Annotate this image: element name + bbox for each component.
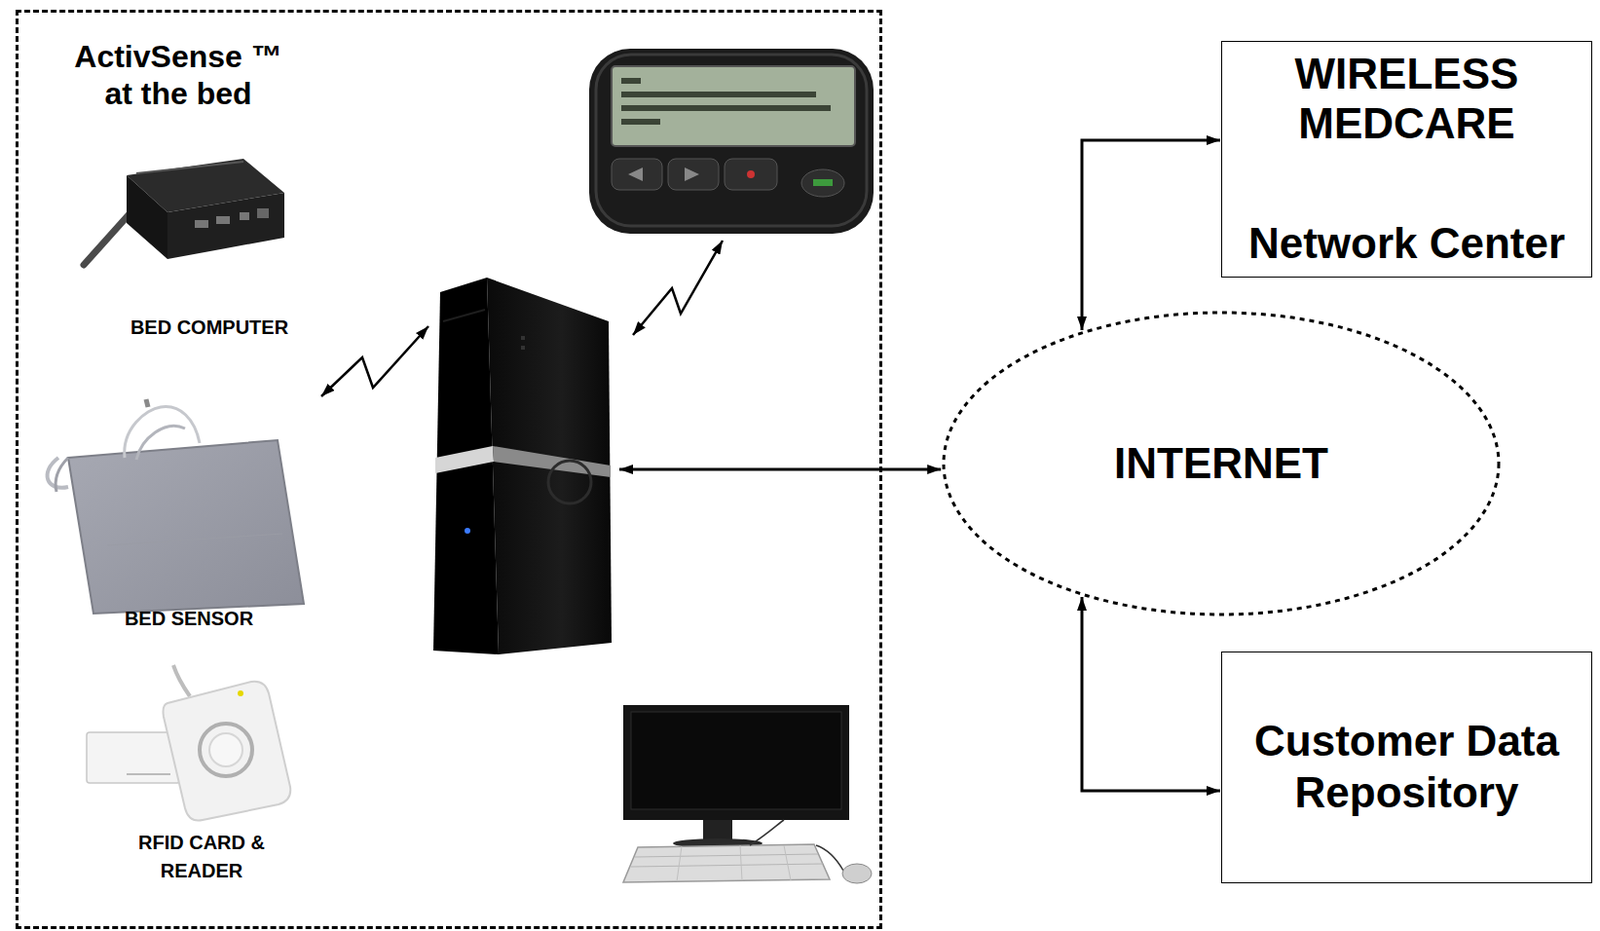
bed-sensor-picture-part xyxy=(146,399,149,408)
desktop-tower-picture-part xyxy=(443,309,485,322)
bed-computer-picture-part xyxy=(257,208,269,219)
box-heading: WIRELESS MEDCARE xyxy=(1231,49,1582,149)
bed-sensor-picture-part xyxy=(136,425,186,460)
device-caption: BED COMPUTER xyxy=(97,313,322,342)
workstation-picture-part xyxy=(676,846,682,882)
workstation-picture-part xyxy=(783,845,791,881)
pager-picture-part xyxy=(611,158,663,190)
bed-computer-picture-part xyxy=(194,220,209,228)
wireless-link xyxy=(321,240,723,397)
region-title: ActivSense ™ at the bed xyxy=(61,37,296,113)
bed-computer-picture-part xyxy=(167,192,285,260)
bed-computer-picture-part xyxy=(136,161,244,174)
desktop-tower-picture-part xyxy=(486,277,612,655)
rfid-reader-picture-part xyxy=(86,732,181,783)
ellipse-outline-path xyxy=(943,312,1499,615)
workstation-picture xyxy=(623,705,872,884)
workstation-picture-part xyxy=(631,711,842,810)
workstation-picture-part xyxy=(634,854,819,857)
pager-picture-part xyxy=(724,158,778,190)
pager-picture-part xyxy=(813,179,833,187)
device-caption: BED SENSOR xyxy=(76,604,301,633)
box-subheading: Network Center xyxy=(1248,219,1565,269)
pager-picture-part xyxy=(621,91,817,98)
pager-picture-part xyxy=(621,118,661,125)
workstation-picture-part xyxy=(749,819,784,846)
rfid-reader-picture-part xyxy=(126,773,171,776)
workstation-picture-part xyxy=(631,863,823,867)
desktop-tower-picture-part xyxy=(520,335,525,340)
pager-picture-part xyxy=(611,66,856,147)
workstation-picture-part xyxy=(623,705,850,820)
pager-picture-part xyxy=(668,158,719,190)
workstation-picture-part xyxy=(816,845,844,871)
desktop-tower-picture-part xyxy=(520,345,525,350)
bed-computer-picture xyxy=(83,158,285,265)
box-label: Customer Data Repository xyxy=(1231,715,1582,819)
internet-cloud: INTERNET xyxy=(941,310,1501,617)
dashed-region: ActivSense ™ at the bed xyxy=(15,9,883,930)
desktop-tower-picture-part xyxy=(464,527,471,534)
pager-picture-part xyxy=(746,170,755,179)
bed-sensor-picture-part xyxy=(124,407,200,458)
desktop-tower-picture-part xyxy=(548,460,592,504)
rfid-reader-picture-part xyxy=(163,681,292,821)
pager-picture-part xyxy=(595,54,867,226)
workstation-picture-part xyxy=(842,863,872,884)
connector-arrow xyxy=(1081,596,1221,791)
connector-arrow xyxy=(1081,140,1221,331)
network-center-box: WIRELESS MEDCARE Network Center xyxy=(1221,40,1593,278)
rfid-reader-picture xyxy=(86,665,291,821)
bed-sensor-picture-part xyxy=(68,440,304,614)
device-caption: RFID CARD & READER xyxy=(117,828,286,886)
repository-box: Customer Data Repository xyxy=(1221,651,1593,884)
bed-computer-picture-part xyxy=(216,216,230,224)
desktop-tower-picture-part xyxy=(435,446,494,474)
workstation-picture-part xyxy=(623,844,830,883)
desktop-tower-picture xyxy=(433,277,612,655)
cloud-label: INTERNET xyxy=(1114,439,1329,489)
rfid-reader-picture-part xyxy=(173,665,190,697)
bed-computer-picture-part xyxy=(239,212,250,221)
pager-picture-part xyxy=(589,48,874,234)
rfid-reader-picture-part xyxy=(199,723,253,777)
pager-picture-part xyxy=(628,167,643,182)
pager-picture-part xyxy=(621,77,641,84)
desktop-tower-picture-part xyxy=(433,277,499,655)
pager-picture-part xyxy=(621,105,831,112)
connector-arrow xyxy=(619,468,941,472)
pager-picture-part xyxy=(801,169,845,197)
bed-computer-picture-part xyxy=(126,175,168,260)
rfid-reader-picture-part xyxy=(237,690,244,697)
wireless-link-part xyxy=(321,326,429,397)
pager-picture xyxy=(589,48,874,234)
rfid-reader-picture-part xyxy=(209,733,243,767)
workstation-picture-part xyxy=(740,845,743,881)
workstation-picture-part xyxy=(703,819,733,842)
pager-picture-part xyxy=(684,167,700,182)
bed-sensor-picture-part xyxy=(55,457,69,492)
wireless-link-part xyxy=(632,240,723,335)
bed-sensor-picture xyxy=(47,399,304,614)
bed-sensor-picture-part xyxy=(107,533,283,546)
